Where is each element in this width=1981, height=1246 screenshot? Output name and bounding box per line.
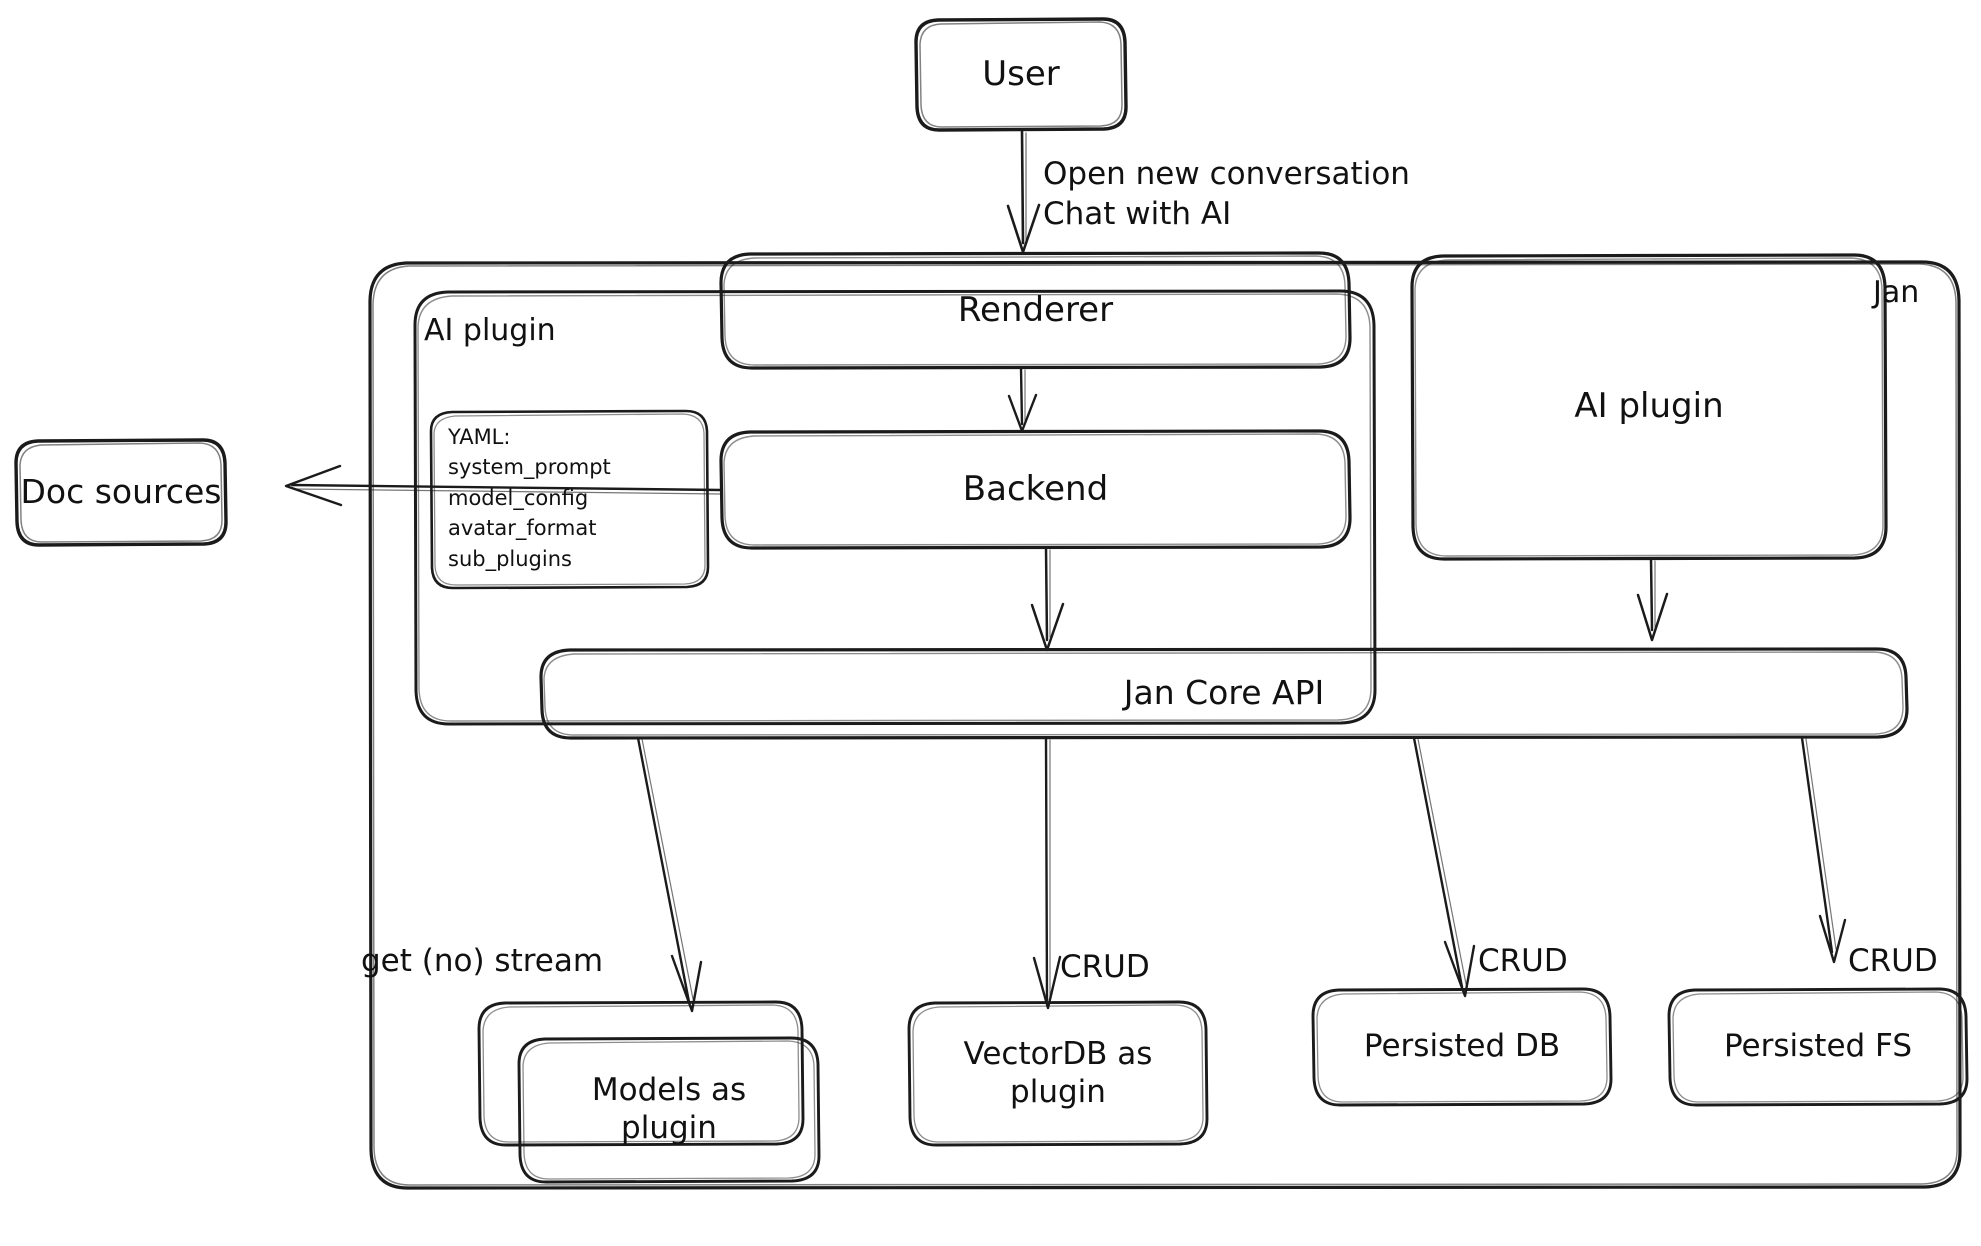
edge-label-core-to-vectordb: CRUD xyxy=(1060,949,1150,985)
node-yaml-card[interactable]: YAML: system_prompt model_config avatar_… xyxy=(448,425,611,571)
node-models-as-plugin-outline xyxy=(517,1036,821,1184)
node-renderer-outline xyxy=(719,251,1352,370)
edge-user-to-renderer xyxy=(1006,129,1041,254)
container-ai-plugin-group-label: AI plugin xyxy=(424,313,556,348)
edge-core-to-persisted-db xyxy=(1412,736,1476,998)
container-jan-outline xyxy=(368,260,1962,1190)
edge-core-to-models xyxy=(636,736,703,1013)
edge-label-core-to-models: get (no) stream xyxy=(361,943,604,979)
node-backend-outline xyxy=(719,429,1352,550)
edge-core-to-vectordb xyxy=(1032,736,1062,1010)
node-jan-core-api-outline xyxy=(539,647,1909,740)
node-yaml-card-outline xyxy=(429,409,710,590)
edge-core-to-persisted-fs xyxy=(1800,736,1847,964)
node-ai-plugin-right-outline xyxy=(1410,253,1888,561)
node-models-as-plugin-back-outline xyxy=(477,1000,805,1147)
container-ai-plugin-group-outline xyxy=(413,289,1377,726)
node-persisted-fs-outline xyxy=(1667,987,1969,1107)
node-persisted-db-outline xyxy=(1311,987,1613,1107)
node-user-outline xyxy=(914,17,1128,132)
edge-backend-to-doc-sources xyxy=(284,464,723,507)
edge-ai-plugin-right-to-core xyxy=(1636,557,1669,642)
container-jan-label: Jan xyxy=(1873,275,1920,310)
edge-label-user-to-renderer: Open new conversation Chat with AI xyxy=(1043,156,1410,232)
edge-label-core-to-persisted-db: CRUD xyxy=(1478,943,1568,979)
edge-label-core-to-persisted-fs: CRUD xyxy=(1848,943,1938,979)
node-doc-sources-outline xyxy=(14,438,228,547)
node-vectordb-as-plugin-outline xyxy=(907,1000,1209,1147)
